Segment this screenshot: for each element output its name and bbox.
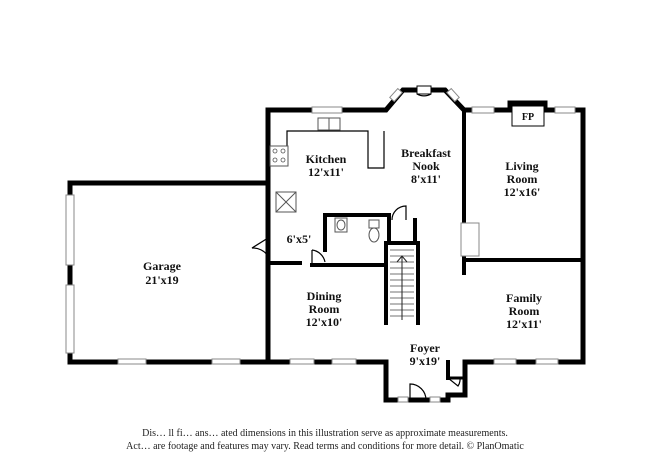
closet-door-swing [447, 377, 461, 387]
windows [65, 87, 576, 403]
dining-room-name-1: Dining [307, 289, 342, 303]
garage-size: 21'x19 [145, 273, 178, 287]
foyer-sidelight-right [429, 396, 441, 403]
interior-walls [266, 108, 585, 380]
fireplace-label: FP [522, 112, 534, 123]
garage-name: Garage [143, 259, 182, 273]
living-side-window [460, 222, 480, 257]
fireplace: FP [511, 105, 545, 127]
breakfast-nook-size: 8'x11' [411, 172, 441, 186]
kitchen-counter [286, 130, 385, 169]
dining-window-1 [289, 358, 315, 365]
doors [251, 85, 461, 401]
kitchen-window [311, 106, 343, 114]
breakfast-nook-name-2: Nook [412, 159, 440, 173]
garage-window-left-lower [65, 284, 75, 354]
dining-room-size: 12'x10' [306, 315, 343, 329]
family-window-2 [535, 358, 559, 365]
living-room-name-2: Room [507, 172, 538, 186]
disclaimer-line-1: Dis… ll fi… ans… ated dimensions in this… [142, 428, 508, 439]
kitchen-name: Kitchen [306, 152, 347, 166]
stair-direction-arrow [396, 255, 408, 320]
front-door-swing [409, 383, 427, 401]
stove [269, 145, 289, 167]
kitchen-fixtures [269, 117, 385, 213]
dining-window-2 [331, 358, 357, 365]
garage-window-bottom-2 [211, 358, 241, 365]
nook-window-left [389, 87, 403, 103]
breakfast-nook-name-1: Breakfast [401, 146, 451, 160]
family-window-1 [493, 358, 517, 365]
toilet-bowl [368, 227, 380, 243]
foyer-size: 9'x19' [410, 354, 441, 368]
room-labels: Garage 21'x19 Kitchen 12'x11' Breakfast … [143, 146, 542, 368]
foyer-name: Foyer [410, 341, 441, 355]
nook-door [416, 85, 432, 95]
bath-door-swing [311, 249, 326, 265]
garage-window-left-upper [65, 194, 75, 266]
nook-window-right [446, 87, 460, 103]
living-window-left [471, 106, 495, 114]
garage-door-swing [251, 237, 269, 257]
nook-door-swing [416, 93, 432, 97]
living-room-name-1: Living [505, 159, 538, 173]
garage-window-bottom-1 [117, 358, 147, 365]
dining-room-name-2: Room [309, 302, 340, 316]
half-bath-size: 6'x5' [287, 232, 312, 246]
living-room-size: 12'x16' [504, 185, 541, 199]
staircase [390, 249, 414, 320]
toilet-tank [368, 219, 380, 229]
disclaimer-line-2: Act… are footage and features may vary. … [126, 441, 524, 452]
family-room-size: 12'x11' [506, 317, 542, 331]
living-window-right [554, 106, 576, 114]
exterior-walls [67, 87, 586, 403]
half-bath-fixtures [334, 217, 380, 243]
pantry-door-swing [391, 205, 407, 221]
kitchen-size: 12'x11' [308, 165, 344, 179]
family-room-name-1: Family [506, 291, 542, 305]
family-room-name-2: Room [509, 304, 540, 318]
foyer-sidelight-left [397, 396, 409, 403]
